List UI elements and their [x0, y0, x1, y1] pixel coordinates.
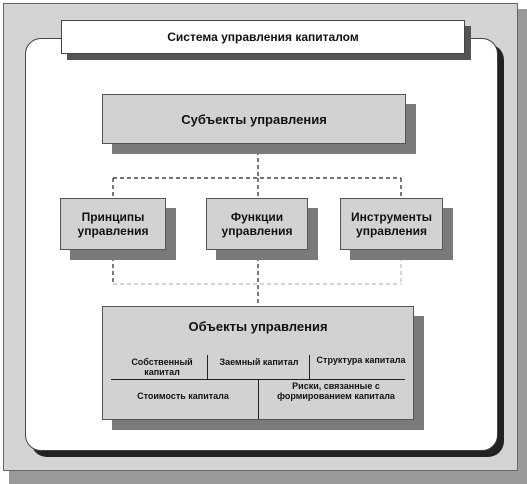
instruments-box: Инструменты управления — [340, 198, 443, 250]
subjects-box: Субъекты управления — [102, 94, 406, 144]
functions-box: Функции управления — [206, 198, 308, 250]
objects-box: Объекты управления Собственный капитал З… — [102, 306, 414, 420]
capital-structure-label: Структура капитала — [316, 355, 406, 365]
objects-divider-v2 — [309, 355, 310, 379]
own-capital-label: Собственный капитал — [131, 357, 193, 377]
principles-box: Принципы управления — [60, 198, 166, 250]
capital-cost-label: Стоимость капитала — [137, 391, 229, 401]
risks-label: Риски, связанные с формированием капитал… — [277, 381, 395, 401]
objects-divider-v3 — [258, 379, 259, 419]
objects-title: Объекты управления — [188, 319, 328, 334]
borrowed-capital-label: Заемный капитал — [219, 357, 299, 367]
objects-divider-v1 — [207, 355, 208, 379]
diagram-title: Система управления капиталом — [61, 20, 465, 54]
